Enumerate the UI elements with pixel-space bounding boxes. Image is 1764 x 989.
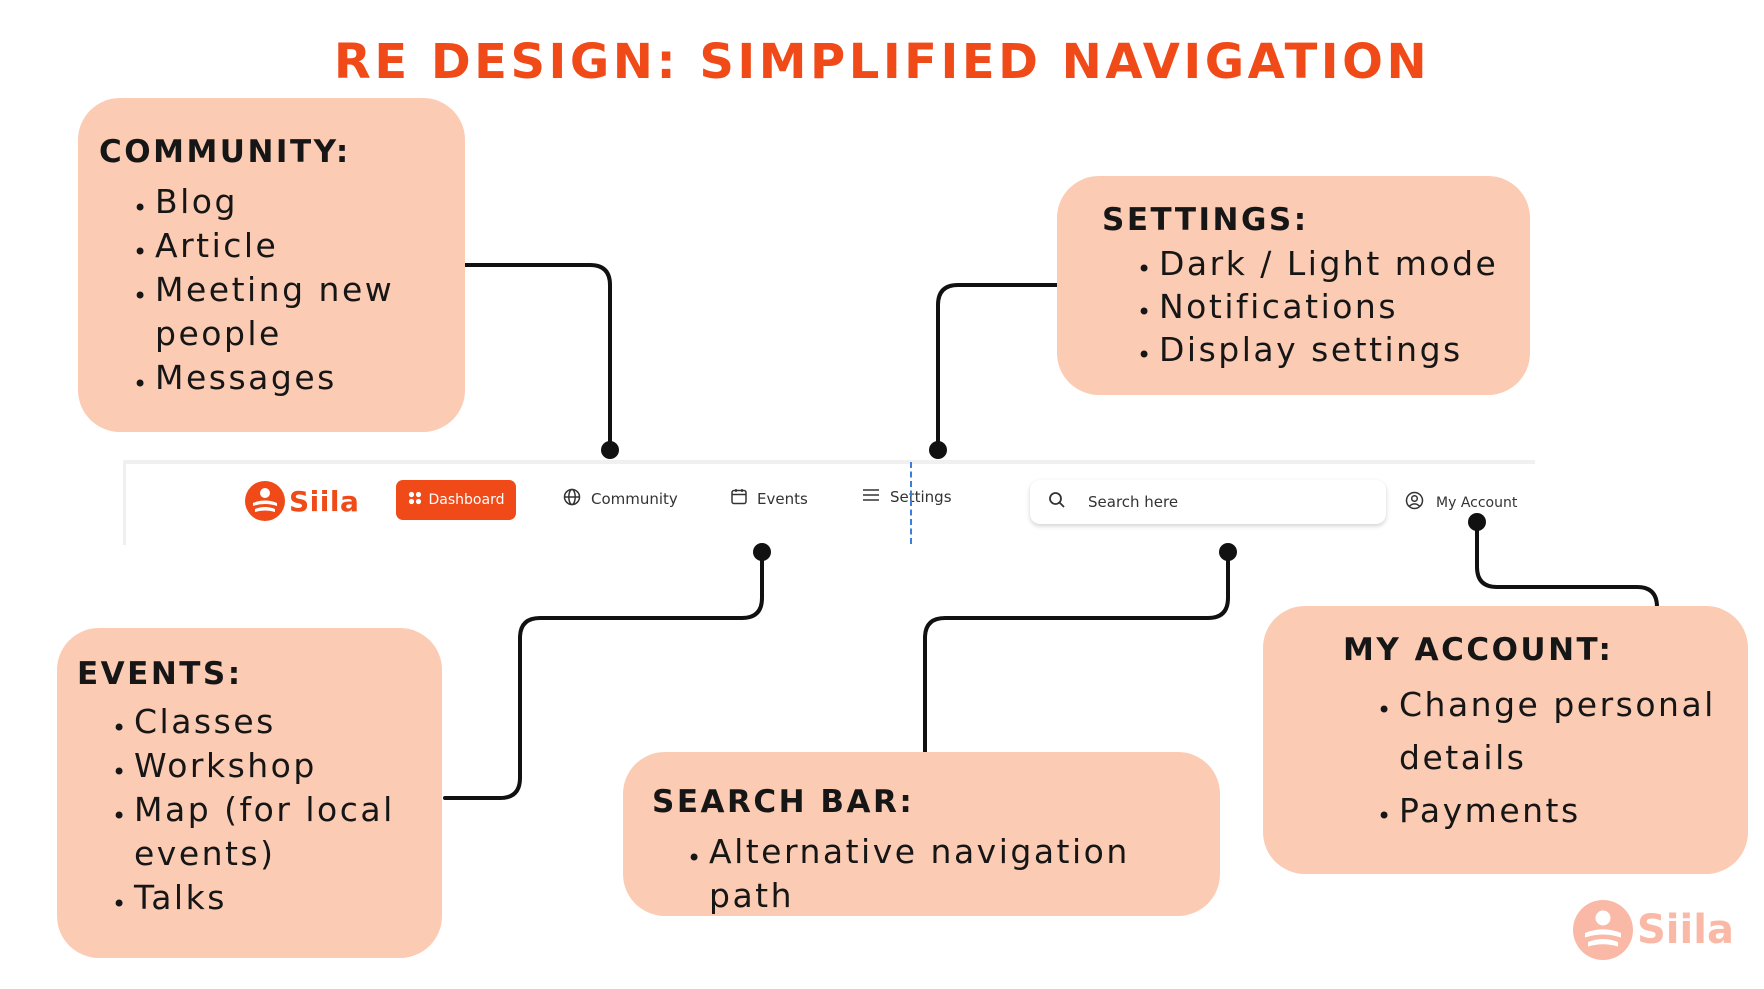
- siila-logo[interactable]: Siila: [245, 481, 359, 521]
- search-connector-dot: [1219, 543, 1237, 561]
- calendar-icon: [731, 488, 747, 509]
- navbar-left-border: [123, 460, 126, 545]
- logo-text: Siila: [289, 484, 360, 518]
- nav-settings[interactable]: Settings: [862, 488, 952, 506]
- siila-logo-icon: [245, 481, 285, 521]
- my-account-callout: MY ACCOUNT: Change personal details Paym…: [1263, 606, 1748, 874]
- page-title: RE DESIGN: SIMPLIFIED NAVIGATION: [333, 34, 1431, 90]
- settings-connector-dot: [929, 441, 947, 459]
- events-connector-dot: [753, 543, 771, 561]
- user-circle-icon: [1405, 491, 1424, 514]
- events-heading: EVENTS:: [77, 656, 243, 692]
- navbar-top-border: [125, 460, 1535, 464]
- community-item: Article: [133, 224, 455, 274]
- nav-events[interactable]: Events: [731, 488, 808, 509]
- search-icon: [1048, 491, 1066, 513]
- settings-label: Settings: [890, 488, 952, 506]
- settings-connector: [936, 283, 1059, 452]
- search-bar-callout: SEARCH BAR: Alternative navigation path: [623, 752, 1220, 916]
- my-account-label: My Account: [1436, 494, 1518, 511]
- my-account-item: Payments: [1377, 784, 1729, 843]
- watermark-logo: Siila: [1573, 900, 1734, 960]
- watermark-text: Siila: [1637, 907, 1734, 953]
- community-connector-dot: [601, 441, 619, 459]
- nav-my-account[interactable]: My Account: [1405, 491, 1517, 514]
- settings-item: Display settings: [1137, 328, 1530, 377]
- events-item: Map (for local events): [112, 788, 424, 876]
- search-input[interactable]: Search here: [1030, 480, 1386, 524]
- community-label: Community: [591, 490, 678, 508]
- account-connector-dot: [1468, 513, 1486, 531]
- events-item: Talks: [112, 876, 424, 926]
- events-item: Workshop: [112, 744, 424, 794]
- search-bar-heading: SEARCH BAR:: [652, 784, 915, 820]
- settings-item: Notifications: [1137, 285, 1530, 334]
- community-heading: COMMUNITY:: [99, 134, 351, 170]
- events-item: Classes: [112, 700, 424, 750]
- dashed-divider: [910, 462, 912, 544]
- community-item: Meeting new people: [133, 268, 455, 356]
- events-callout: EVENTS: Classes Workshop Map (for local …: [57, 628, 442, 958]
- dashboard-grid-icon: [408, 491, 422, 509]
- community-item: Messages: [133, 356, 455, 406]
- my-account-heading: MY ACCOUNT:: [1343, 632, 1614, 668]
- search-bar-item: Alternative navigation path: [687, 830, 1220, 918]
- community-connector: [463, 263, 612, 452]
- community-item: Blog: [133, 180, 455, 230]
- settings-item: Dark / Light mode: [1137, 242, 1530, 291]
- settings-heading: SETTINGS:: [1102, 202, 1309, 238]
- search-connector: [923, 550, 1230, 754]
- events-label: Events: [757, 489, 808, 508]
- nav-community[interactable]: Community: [563, 488, 678, 510]
- globe-icon: [563, 488, 581, 510]
- dashboard-label: Dashboard: [428, 492, 505, 508]
- settings-callout: SETTINGS: Dark / Light mode Notification…: [1057, 176, 1530, 395]
- my-account-item: Change personal details: [1377, 678, 1729, 784]
- search-placeholder: Search here: [1088, 493, 1179, 511]
- watermark-logo-icon: [1573, 900, 1633, 960]
- menu-icon: [862, 488, 880, 506]
- dashboard-button[interactable]: Dashboard: [396, 480, 516, 520]
- community-callout: COMMUNITY: Blog Article Meeting new peop…: [78, 98, 465, 432]
